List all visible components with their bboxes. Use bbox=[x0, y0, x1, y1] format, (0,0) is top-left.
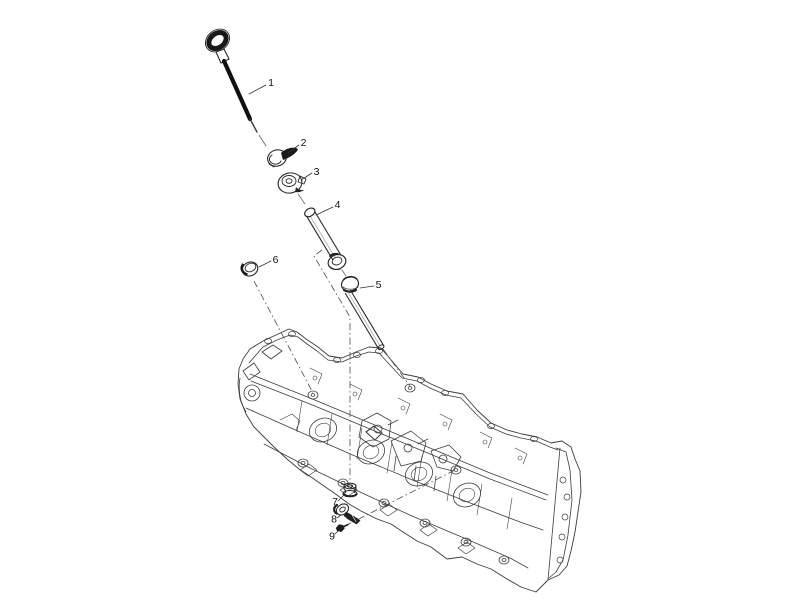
callout-5[interactable]: 5 bbox=[376, 279, 382, 291]
callout-7[interactable]: 7 bbox=[332, 496, 338, 508]
dipstick-blade bbox=[221, 58, 253, 122]
assembly-centerlines bbox=[253, 249, 454, 527]
part-bolt bbox=[335, 523, 349, 532]
callout-9[interactable]: 9 bbox=[329, 531, 335, 543]
part-bushing bbox=[342, 482, 358, 498]
part-lower-tube bbox=[340, 276, 385, 351]
tube-collar-nut bbox=[327, 253, 347, 271]
callout-6[interactable]: 6 bbox=[273, 254, 279, 266]
grommet-shadow bbox=[295, 187, 304, 193]
clip-tail bbox=[281, 147, 298, 160]
callout-4[interactable]: 4 bbox=[335, 199, 341, 211]
callout-3[interactable]: 3 bbox=[314, 166, 320, 178]
elbow-stub bbox=[343, 511, 361, 525]
part-retainer-clip bbox=[267, 147, 298, 168]
engine-block-art bbox=[237, 328, 582, 593]
part-dipstick bbox=[205, 28, 267, 147]
callout-leaders bbox=[248, 84, 375, 535]
part-elbow-fitting bbox=[333, 503, 361, 525]
tube-lower-tip bbox=[377, 344, 385, 351]
mount-boss-elbow bbox=[450, 465, 462, 475]
bolt-head bbox=[335, 524, 345, 532]
callout-8[interactable]: 8 bbox=[331, 514, 337, 526]
dipstick-blade-tip bbox=[249, 118, 258, 133]
part-grommet bbox=[277, 172, 307, 205]
centerline-elbow-to-engine bbox=[344, 470, 454, 527]
callout-2[interactable]: 2 bbox=[301, 137, 307, 149]
centerline-plug-to-engine bbox=[253, 280, 314, 394]
centerline-lower-tube-to-engine bbox=[382, 348, 411, 387]
centerline-tube-to-fitting bbox=[313, 249, 351, 481]
plug-shadow bbox=[240, 263, 248, 276]
part-plug bbox=[240, 261, 259, 277]
mount-boss-tube bbox=[404, 383, 416, 393]
part-upper-tube bbox=[304, 207, 347, 277]
callout-1[interactable]: 1 bbox=[268, 77, 274, 89]
tube-opening bbox=[304, 207, 316, 218]
tube-ferrule bbox=[340, 276, 360, 292]
mount-boss-plug bbox=[307, 390, 319, 400]
dipstick-crimp bbox=[215, 48, 230, 64]
